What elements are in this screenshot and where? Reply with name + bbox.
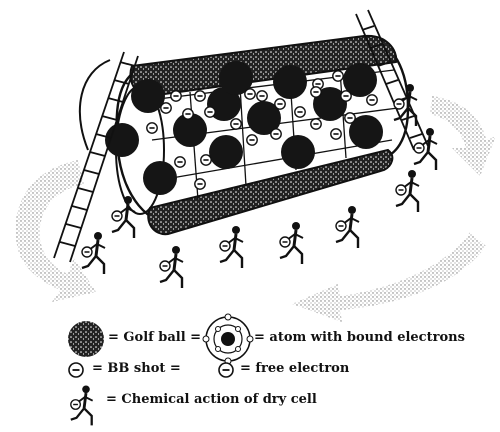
golf-ball: [313, 87, 347, 121]
golf-ball: [219, 61, 253, 95]
curved-arrow-left-end: [78, 59, 111, 151]
free-electron: [200, 154, 212, 166]
electron-runner: [334, 204, 361, 250]
electron-runner: [158, 244, 185, 290]
golf-ball: [273, 65, 307, 99]
golf-ball: [209, 135, 243, 169]
free-electron: [343, 112, 357, 124]
ladder-right: [355, 9, 429, 151]
golf-ball: [343, 63, 377, 97]
free-electron: [329, 128, 343, 140]
free-electron: [255, 90, 269, 102]
free-electron: [293, 106, 307, 118]
free-electron: [339, 90, 353, 102]
free-electron: [194, 90, 206, 102]
free-electron: [204, 106, 216, 118]
cylinder-top-rim: [129, 34, 398, 98]
free-electron: [246, 134, 259, 146]
free-electron: [365, 94, 379, 106]
golf-balls: [105, 61, 383, 195]
electron-runner: [218, 224, 245, 270]
ladder-climber: [80, 230, 107, 276]
circulation-arrow-bottom: [292, 232, 486, 322]
legend-free-electron-icon: [218, 362, 234, 378]
legend-chemical-action-label: = Chemical action of dry cell: [106, 392, 317, 407]
legend-golf-ball-label: = Golf ball =: [108, 330, 202, 345]
free-electron: [309, 86, 323, 98]
electron-runner: [278, 220, 305, 266]
free-electron: [174, 156, 186, 168]
legend-runner-icon: [69, 384, 95, 427]
ladder-left: [53, 51, 139, 263]
legend-bb-shot-label: = BB shot =: [92, 361, 181, 376]
legend-golf-ball-icon: [68, 321, 104, 357]
golf-ball: [247, 101, 281, 135]
free-electron: [170, 90, 182, 102]
legend-free-electron-label: = free electron: [240, 361, 350, 376]
golf-ball: [281, 135, 315, 169]
free-electron: [269, 128, 283, 140]
legend: [68, 313, 254, 427]
free-electron: [309, 118, 323, 130]
golf-ball: [349, 115, 383, 149]
legend-atom-icon: [202, 313, 254, 365]
circulation-arrow-right: [430, 96, 496, 176]
ladder-climber: [110, 194, 137, 240]
golf-ball: [173, 113, 207, 147]
golf-ball: [131, 79, 165, 113]
free-electron: [146, 122, 158, 134]
free-electron: [273, 98, 287, 110]
cylinder-bottom-rim: [147, 148, 394, 236]
free-electron: [194, 178, 206, 190]
free-electron: [182, 108, 194, 120]
legend-bb-shot-icon: [68, 362, 84, 378]
free-electron: [230, 118, 242, 130]
electron-runner: [412, 126, 439, 172]
electron-runner: [394, 168, 421, 214]
free-electron: [160, 102, 172, 114]
free-electron: [244, 88, 256, 100]
circulation-arrow-left: [15, 160, 96, 302]
free-electron: [331, 70, 345, 82]
legend-atom-label: = atom with bound electrons: [254, 330, 465, 345]
golf-ball: [143, 161, 177, 195]
